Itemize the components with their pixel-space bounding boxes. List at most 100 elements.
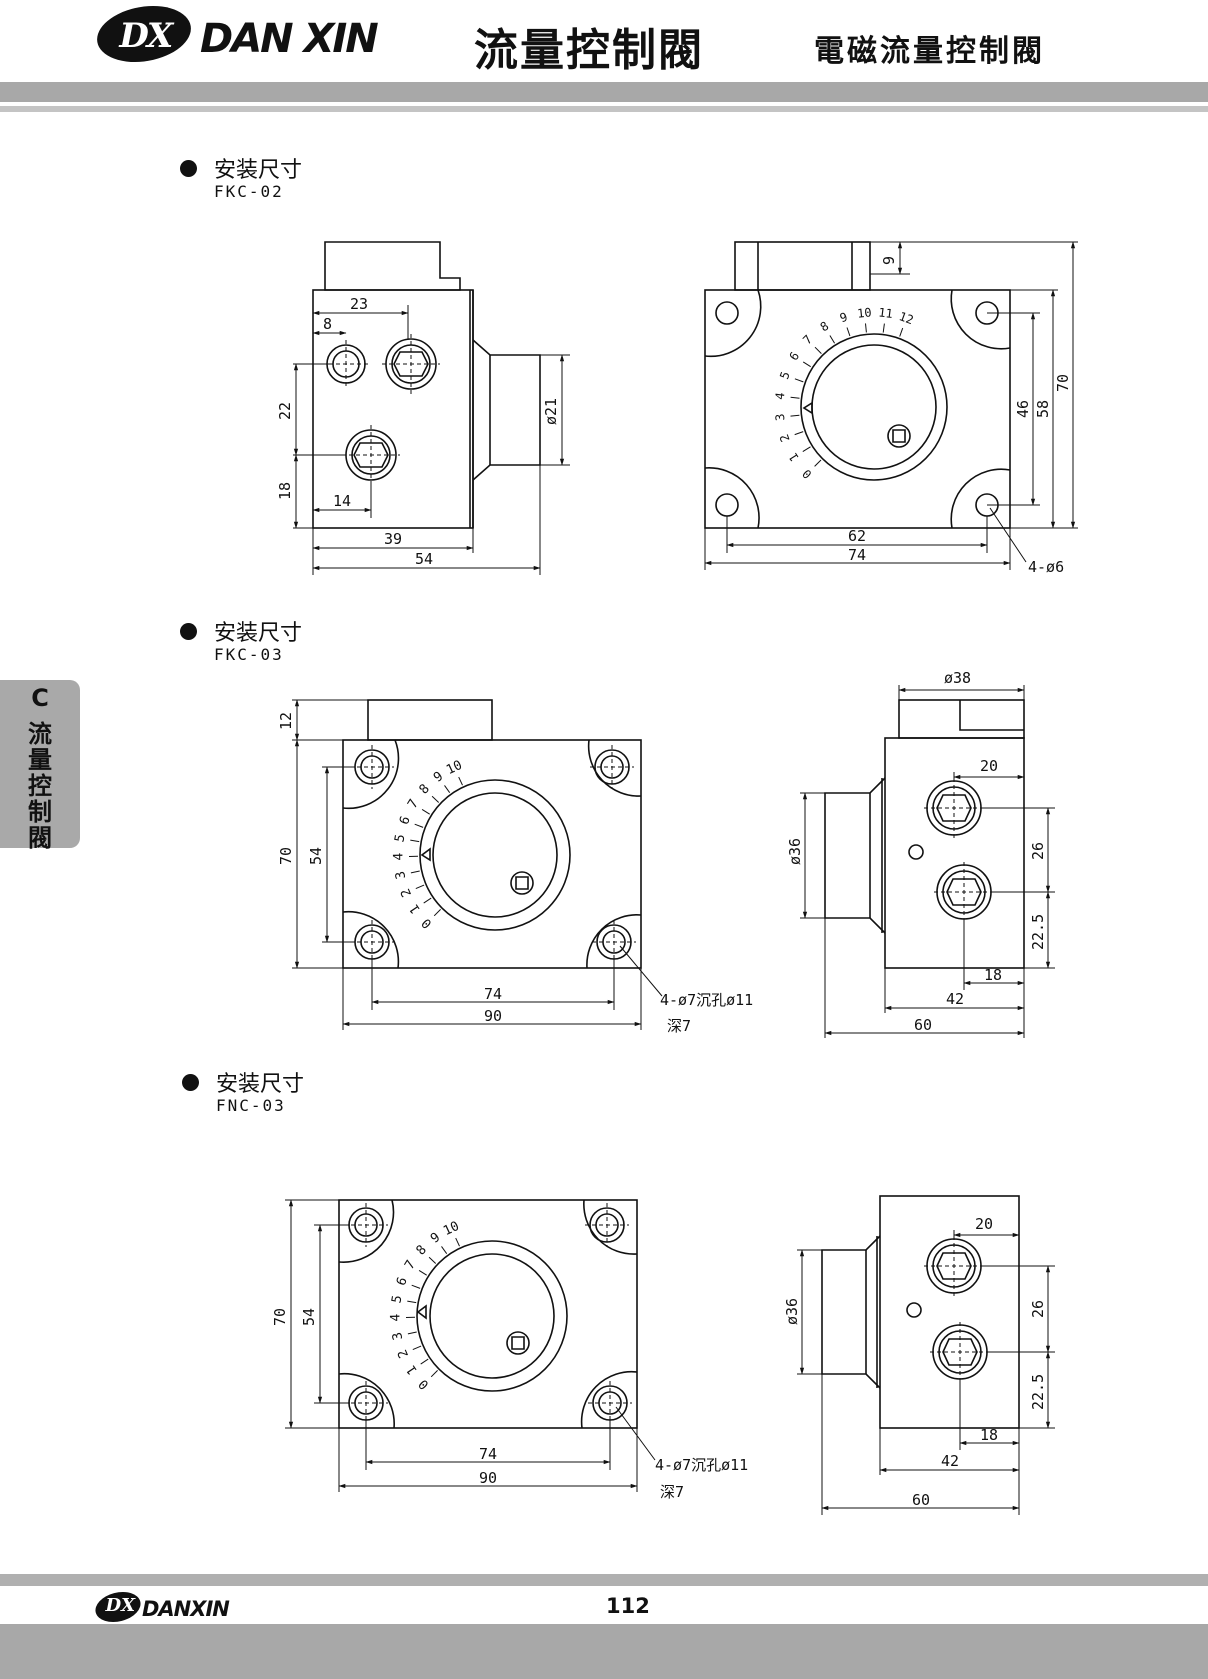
dial-label: 2 bbox=[777, 432, 793, 443]
centre-lines bbox=[322, 334, 994, 1425]
dial-label: 9 bbox=[428, 1230, 443, 1247]
dial-label: 8 bbox=[818, 319, 832, 335]
dim-label: ø38 bbox=[944, 669, 971, 687]
dim-label: 14 bbox=[333, 492, 351, 510]
dim-label: 22 bbox=[276, 402, 294, 420]
dial-tick bbox=[846, 327, 851, 337]
dial-tick bbox=[415, 884, 425, 890]
dim-label: 74 bbox=[479, 1445, 497, 1463]
dim-label: 62 bbox=[848, 527, 866, 545]
dial-label: 5 bbox=[392, 833, 408, 843]
dim-label: 42 bbox=[946, 990, 964, 1008]
dial-label: 6 bbox=[397, 814, 414, 827]
chapter-side-tab: C 流 量 控 制 閥 bbox=[0, 680, 80, 852]
dial-tick bbox=[418, 1269, 427, 1276]
footer-logo-mark-text: DX bbox=[105, 1595, 136, 1616]
dim-label: 54 bbox=[415, 550, 433, 568]
dial-label: 10 bbox=[856, 305, 872, 320]
dim-label: 深7 bbox=[667, 1017, 691, 1035]
bullet-icon bbox=[182, 1074, 199, 1091]
dial-label: 7 bbox=[402, 1258, 419, 1273]
dim-label: 26 bbox=[1029, 842, 1047, 860]
dial-label: 3 bbox=[390, 1331, 406, 1342]
fkc03-front-view bbox=[342, 699, 642, 969]
dim-label: 深7 bbox=[660, 1483, 684, 1501]
side-tab-char: 閥 bbox=[28, 824, 52, 852]
dim-label: ø36 bbox=[783, 1298, 801, 1325]
dim-label: 60 bbox=[914, 1016, 932, 1034]
dim-label: 8 bbox=[323, 315, 332, 333]
dial-label: 8 bbox=[417, 782, 433, 798]
fnc03-front-view bbox=[338, 1199, 638, 1429]
dial-label: 3 bbox=[393, 870, 409, 881]
dim-label: 20 bbox=[980, 757, 998, 775]
dial-tick bbox=[410, 870, 420, 874]
dial-label: 4 bbox=[391, 852, 406, 860]
section-title: 安装尺寸 bbox=[214, 621, 303, 646]
fkc02-side-view bbox=[312, 241, 541, 529]
dial-tick bbox=[455, 1237, 460, 1247]
dial-tick bbox=[411, 1284, 421, 1289]
dial-label: 7 bbox=[800, 332, 815, 347]
dim-label: ø36 bbox=[786, 838, 804, 865]
side-tab-char: 制 bbox=[28, 798, 52, 826]
dim-label: 4-ø6 bbox=[1028, 558, 1064, 576]
dim-label: 54 bbox=[300, 1308, 318, 1326]
section-model: FNC-03 bbox=[216, 1096, 286, 1115]
dim-label: 22.5 bbox=[1029, 1374, 1047, 1410]
section-model: FKC-03 bbox=[214, 645, 284, 664]
dimension-lines bbox=[285, 241, 1078, 1515]
dial-tick bbox=[794, 431, 804, 436]
fkc02-front-view bbox=[704, 241, 1011, 529]
side-tab-char: 流 bbox=[28, 720, 52, 748]
side-tab-letter: C bbox=[31, 684, 49, 712]
dim-label: 20 bbox=[975, 1215, 993, 1233]
fkc03-side-view bbox=[824, 699, 1025, 969]
dim-label: 22.5 bbox=[1029, 914, 1047, 950]
dim-label: 58 bbox=[1034, 400, 1052, 418]
dial-label: 10 bbox=[441, 1219, 462, 1239]
dial-label: 2 bbox=[398, 886, 415, 899]
dim-label: 74 bbox=[484, 985, 502, 1003]
dial-label: 12 bbox=[897, 309, 915, 327]
dial-tick bbox=[899, 327, 904, 337]
dim-label: 39 bbox=[384, 530, 402, 548]
dial-label: 11 bbox=[878, 305, 894, 321]
dial-tick bbox=[458, 776, 463, 786]
dial-label: 7 bbox=[405, 797, 422, 812]
brand-name: DAN XIN bbox=[200, 16, 379, 62]
dim-label: 23 bbox=[350, 295, 368, 313]
dim-label: 54 bbox=[307, 847, 325, 865]
dial-tick bbox=[430, 1370, 438, 1378]
dim-label: 9 bbox=[880, 256, 898, 265]
dial-tick bbox=[414, 823, 424, 828]
bullet-icon bbox=[180, 160, 197, 177]
dim-label: 90 bbox=[484, 1007, 502, 1025]
footer-band bbox=[0, 1574, 1208, 1586]
dial-label: 6 bbox=[786, 349, 802, 363]
dial-label: 10 bbox=[444, 758, 465, 778]
side-tab-char: 量 bbox=[28, 746, 52, 774]
dial-tick bbox=[428, 1256, 437, 1264]
dimension-labels: 23 8 22 18 14 39 54 ø21 9 46 58 70 62 74… bbox=[271, 256, 1072, 1509]
dim-label: 18 bbox=[276, 482, 294, 500]
page-title: 流量控制閥 bbox=[474, 25, 704, 76]
dial-label: 5 bbox=[389, 1294, 405, 1304]
dial-tick bbox=[420, 1358, 429, 1365]
dial-label: 0 bbox=[800, 466, 815, 481]
dial-tick bbox=[794, 378, 804, 383]
dial-label: 8 bbox=[414, 1243, 430, 1259]
dial-label: 3 bbox=[773, 413, 788, 422]
dial-tick bbox=[790, 414, 800, 417]
dial-tick bbox=[882, 323, 885, 333]
page-subtitle: 電磁流量控制閥 bbox=[814, 34, 1045, 69]
dial-label: 9 bbox=[431, 769, 446, 786]
dial-tick bbox=[441, 1246, 448, 1254]
dial-label: 6 bbox=[394, 1275, 411, 1288]
footer-brand: DANXIN bbox=[142, 1597, 230, 1621]
dim-label: 18 bbox=[980, 1426, 998, 1444]
dim-label: 4-ø7沉孔ø11 bbox=[655, 1456, 748, 1474]
